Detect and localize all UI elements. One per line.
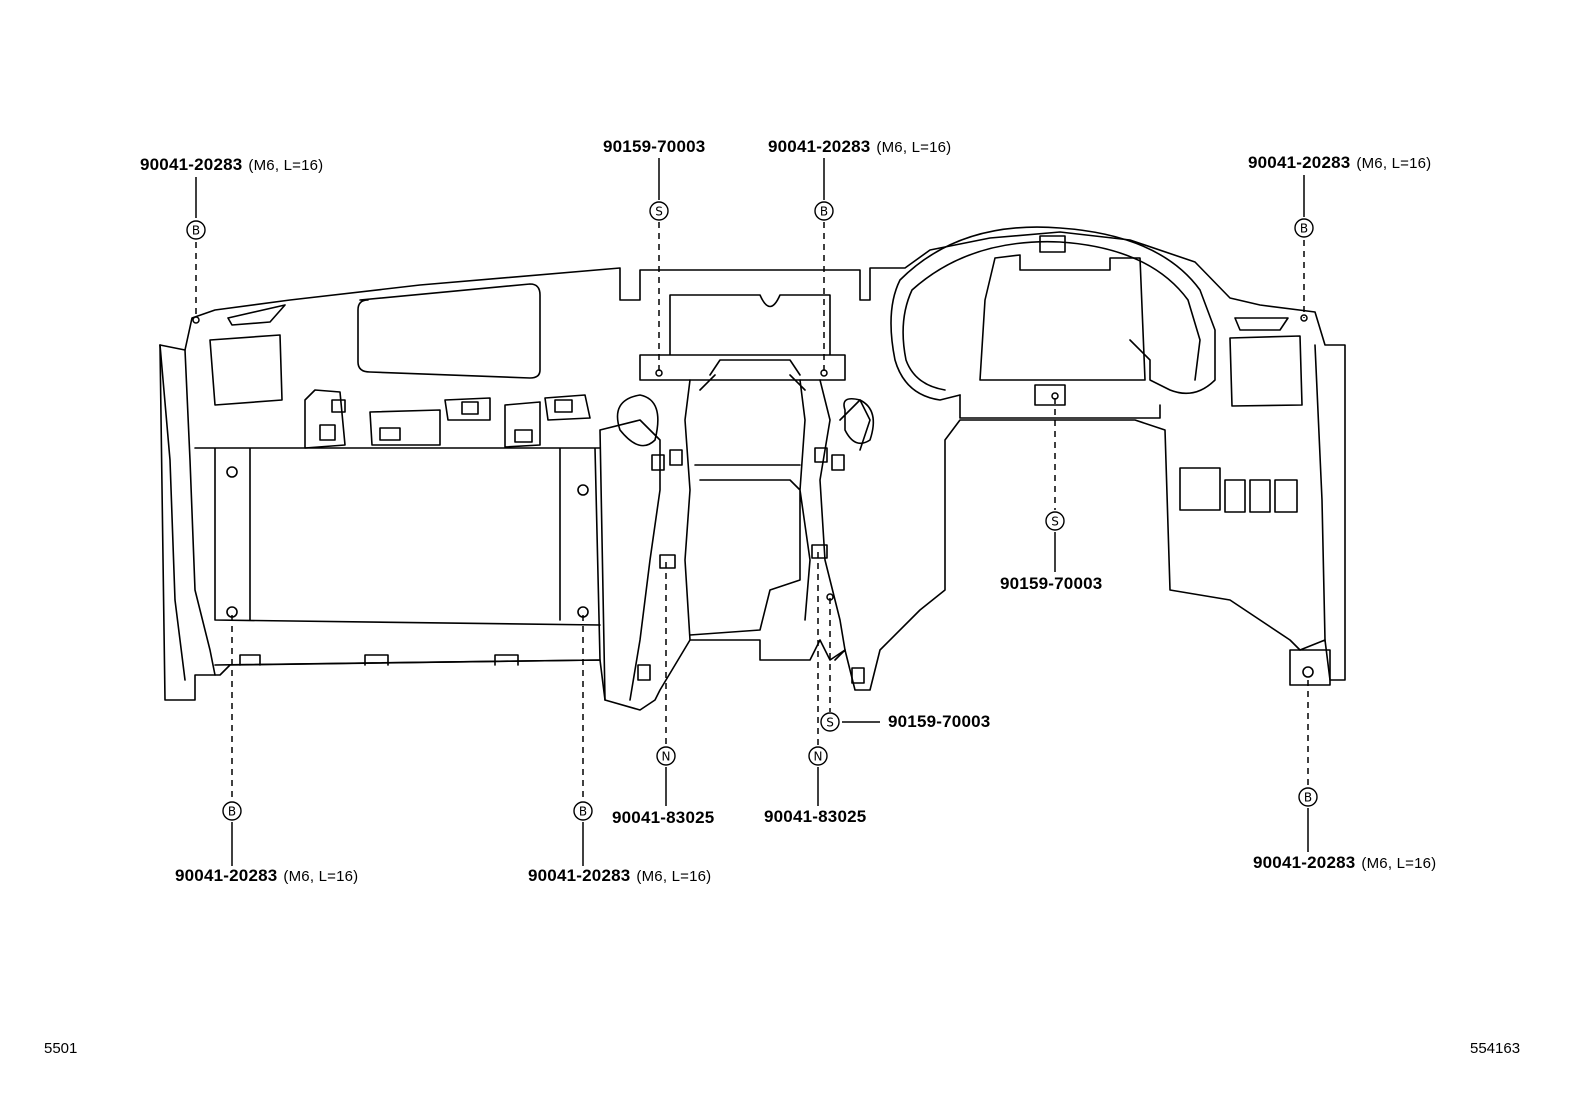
callout-label-c3: 90041-20283(M6, L=16) <box>768 137 952 156</box>
left-vent <box>209 334 283 406</box>
fastener-points <box>192 314 1308 601</box>
left-vent-top <box>227 304 286 326</box>
right-vent <box>1229 335 1303 407</box>
marker-letter-c11: B <box>1304 791 1312 805</box>
instrument-panel-outline <box>159 231 1346 691</box>
center-duct-right <box>843 397 875 445</box>
marker-circle-c7 <box>656 746 676 766</box>
meter-hood-top-tab <box>1039 235 1066 253</box>
console-small-slots <box>637 447 865 684</box>
center-console-frame <box>639 294 846 381</box>
callout-label-c4: 90041-20283(M6, L=16) <box>1248 153 1432 172</box>
rail-tabs <box>239 654 519 666</box>
callout-label-c7: 90041-83025 <box>612 808 715 827</box>
marker-circle-c3 <box>814 201 834 221</box>
center-console-side-left <box>599 419 661 701</box>
callout-label-c6: 90159-70003 <box>888 712 991 731</box>
marker-circle-c8 <box>808 746 828 766</box>
meter-lower-body <box>959 384 1161 419</box>
marker-letter-c7: N <box>662 750 671 764</box>
center-console-body <box>684 359 811 641</box>
callout-label-c1: 90041-20283(M6, L=16) <box>140 155 324 174</box>
marker-circle-c9 <box>222 801 242 821</box>
callout-label-c8: 90041-83025 <box>764 807 867 826</box>
marker-circle-c10 <box>573 801 593 821</box>
marker-circle-c1 <box>186 220 206 240</box>
marker-circle-c11 <box>1298 787 1318 807</box>
center-display-opening <box>357 283 541 379</box>
marker-circle-c4 <box>1294 218 1314 238</box>
callout-label-c10: 90041-20283(M6, L=16) <box>528 866 712 885</box>
callout-label-c2: 90159-70003 <box>603 137 706 156</box>
footer-right-code: 554163 <box>1470 1040 1521 1057</box>
marker-circle-c2 <box>649 201 669 221</box>
left-lower-panel <box>159 344 846 711</box>
marker-letter-c3: B <box>820 205 828 219</box>
marker-group: B S B B S S N N B B B <box>186 201 1318 821</box>
marker-circle-c6 <box>820 712 840 732</box>
marker-letter-c2: S <box>655 205 663 219</box>
marker-letter-c6: S <box>826 716 834 730</box>
center-duct-left <box>616 394 659 447</box>
meter-hood <box>890 226 1216 401</box>
marker-letter-c9: B <box>228 805 236 819</box>
right-bracket-hole <box>1302 666 1314 678</box>
marker-letter-c8: N <box>814 750 823 764</box>
switch-cluster <box>304 389 591 449</box>
meter-hood-inner <box>902 240 1201 391</box>
leader-lines <box>195 222 1309 800</box>
marker-letter-c5: S <box>1051 515 1059 529</box>
mid-bracket-hole-top <box>577 484 589 496</box>
marker-circle-c5 <box>1045 511 1065 531</box>
meter-housing <box>979 254 1146 381</box>
right-vent-top <box>1234 317 1289 331</box>
left-side-pillar <box>159 344 216 681</box>
footer-left-code: 5501 <box>44 1040 78 1057</box>
right-side-pillar <box>1289 344 1331 686</box>
callout-label-c5: 90159-70003 <box>1000 574 1103 593</box>
marker-letter-c1: B <box>192 224 200 238</box>
switch-details <box>319 399 573 443</box>
callout-label-c9: 90041-20283(M6, L=16) <box>175 866 359 885</box>
left-bracket-hole-top <box>226 466 238 478</box>
solid-leaders <box>195 158 1309 866</box>
right-fuse-block <box>1179 467 1298 513</box>
center-console-side-right <box>819 379 871 651</box>
marker-letter-c10: B <box>579 805 587 819</box>
callout-label-c11: 90041-20283(M6, L=16) <box>1253 853 1437 872</box>
lower-rail-left <box>194 447 601 666</box>
marker-letter-c4: B <box>1300 222 1308 236</box>
